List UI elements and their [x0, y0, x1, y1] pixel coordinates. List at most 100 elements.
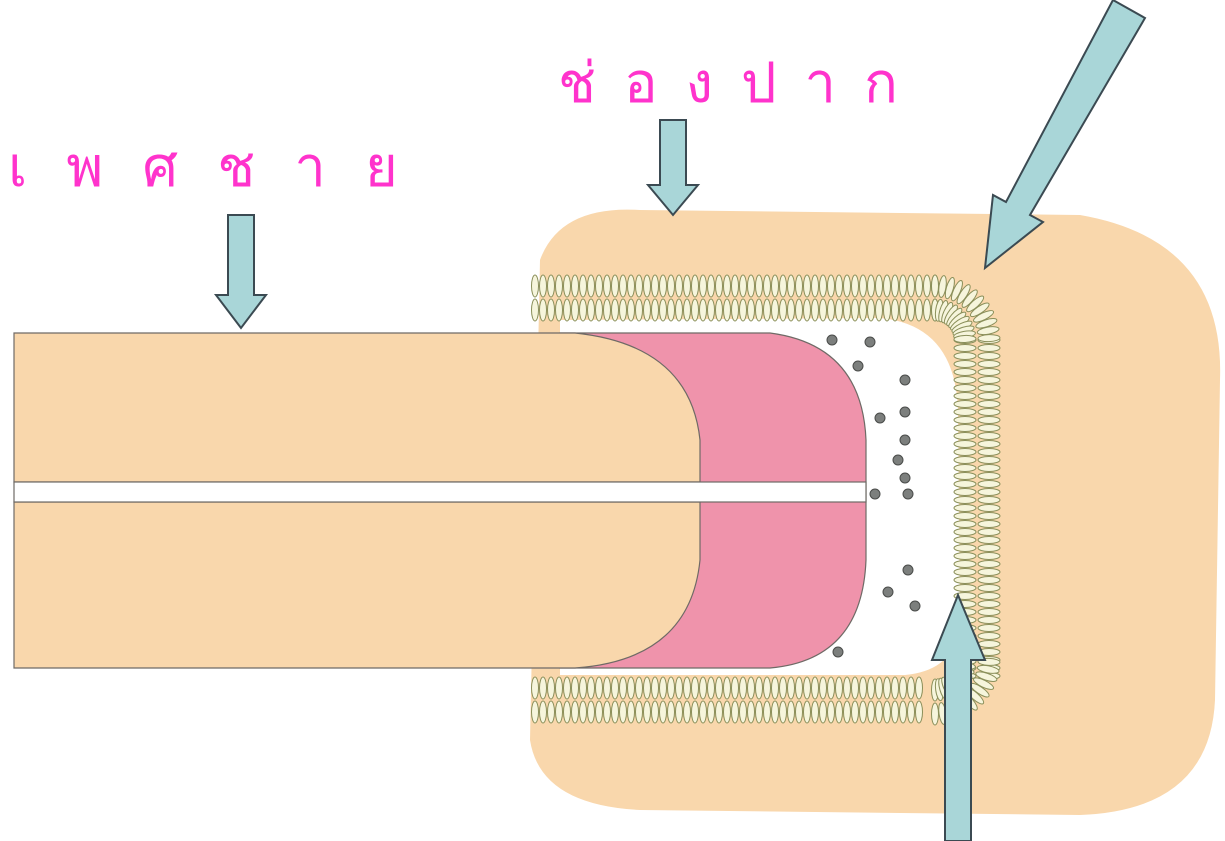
epithelial-cell: [852, 275, 859, 297]
epithelial-cell: [978, 633, 1000, 640]
epithelial-cell: [580, 275, 587, 297]
particle: [900, 407, 910, 417]
epithelial-cell: [756, 701, 763, 723]
epithelial-cell: [588, 677, 595, 699]
epithelial-cell: [954, 433, 976, 440]
epithelial-cell: [954, 529, 976, 536]
epithelial-cell: [954, 385, 976, 392]
epithelial-cell: [564, 299, 571, 321]
epithelial-cell: [978, 473, 1000, 480]
epithelial-cell: [540, 275, 547, 297]
epithelial-cell: [978, 465, 1000, 472]
epithelial-cell: [916, 701, 923, 723]
epithelial-cell: [978, 449, 1000, 456]
epithelial-cell: [852, 299, 859, 321]
epithelial-cell: [652, 299, 659, 321]
epithelial-cell: [700, 677, 707, 699]
down-arrow-icon: [648, 120, 698, 215]
epithelial-cell: [954, 449, 976, 456]
epithelial-cell: [740, 275, 747, 297]
epithelial-cell: [580, 299, 587, 321]
epithelial-cell: [628, 701, 635, 723]
epithelial-cell: [588, 299, 595, 321]
epithelial-cell: [676, 299, 683, 321]
epithelial-cell: [932, 703, 939, 725]
epithelial-cell: [924, 299, 931, 321]
epithelial-cell: [620, 299, 627, 321]
epithelial-cell: [954, 497, 976, 504]
epithelial-cell: [812, 275, 819, 297]
epithelial-cell: [644, 299, 651, 321]
epithelial-cell: [660, 299, 667, 321]
epithelial-cell: [978, 377, 1000, 384]
epithelial-cell: [700, 275, 707, 297]
epithelial-cell: [732, 275, 739, 297]
epithelial-cell: [916, 275, 923, 297]
epithelial-cell: [978, 334, 1000, 342]
epithelial-cell: [978, 561, 1000, 568]
epithelial-cell: [684, 701, 691, 723]
epithelial-cell: [596, 299, 603, 321]
epithelial-cell: [978, 361, 1000, 368]
epithelial-cell: [756, 677, 763, 699]
epithelial-cell: [596, 677, 603, 699]
epithelial-cell: [548, 299, 555, 321]
epithelial-cell: [756, 275, 763, 297]
epithelial-cell: [892, 677, 899, 699]
epithelial-cell: [954, 577, 976, 584]
epithelial-cell: [978, 497, 1000, 504]
epithelial-cell: [978, 585, 1000, 592]
epithelial-cell: [532, 275, 539, 297]
epithelial-cell: [978, 593, 1000, 600]
epithelial-cell: [620, 677, 627, 699]
epithelial-cell: [868, 677, 875, 699]
epithelial-cell: [900, 701, 907, 723]
epithelial-cell: [668, 677, 675, 699]
epithelial-cell: [684, 677, 691, 699]
epithelial-cell: [748, 701, 755, 723]
epithelial-cell: [692, 701, 699, 723]
epithelial-cell: [820, 677, 827, 699]
epithelial-cell: [954, 441, 976, 448]
epithelial-cell: [788, 701, 795, 723]
particle: [893, 455, 903, 465]
epithelial-cell: [978, 401, 1000, 408]
epithelial-cell: [954, 335, 976, 343]
epithelial-cell: [844, 677, 851, 699]
epithelial-cell: [620, 701, 627, 723]
epithelial-cell: [876, 299, 883, 321]
epithelial-cell: [812, 701, 819, 723]
epithelial-cell: [636, 677, 643, 699]
epithelial-cell: [540, 701, 547, 723]
epithelial-cell: [978, 433, 1000, 440]
epithelial-cell: [644, 275, 651, 297]
epithelial-cell: [978, 609, 1000, 616]
epithelial-cell: [588, 701, 595, 723]
epithelial-cell: [876, 701, 883, 723]
epithelial-cell: [652, 275, 659, 297]
epithelial-cell: [772, 299, 779, 321]
epithelial-cell: [740, 677, 747, 699]
epithelial-cell: [644, 677, 651, 699]
epithelial-cell: [836, 275, 843, 297]
epithelial-cell: [708, 275, 715, 297]
epithelial-cell: [954, 401, 976, 408]
epithelial-cell: [978, 617, 1000, 624]
epithelial-cell: [532, 701, 539, 723]
epithelial-cell: [716, 299, 723, 321]
epithelial-cell: [556, 299, 563, 321]
epithelial-cell: [868, 275, 875, 297]
epithelial-cell: [916, 677, 923, 699]
epithelial-cell: [628, 275, 635, 297]
epithelial-cell: [978, 545, 1000, 552]
epithelial-cell: [764, 677, 771, 699]
epithelial-cell: [978, 489, 1000, 496]
epithelial-cell: [954, 473, 976, 480]
epithelial-cell: [844, 701, 851, 723]
epithelial-cell: [708, 677, 715, 699]
epithelial-cell: [978, 521, 1000, 528]
epithelial-cell: [804, 701, 811, 723]
epithelial-cell: [532, 299, 539, 321]
epithelial-cell: [844, 299, 851, 321]
